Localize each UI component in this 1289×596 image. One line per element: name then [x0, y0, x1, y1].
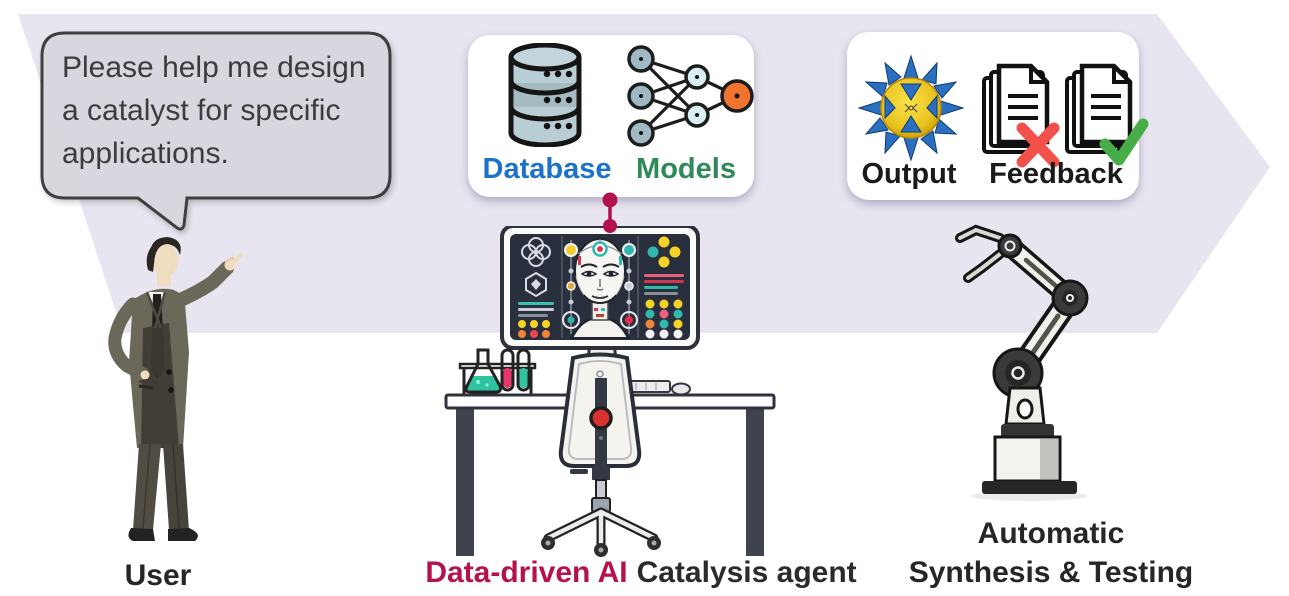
speech-bubble-line: a catalyst for specific	[62, 94, 341, 127]
neural-network-icon	[627, 45, 754, 147]
models-label: Models	[636, 153, 736, 185]
speech-bubble-line: applications.	[62, 137, 229, 170]
automation-label-line2: Synthesis & Testing	[908, 556, 1194, 589]
database-icon	[508, 43, 582, 147]
approved-documents-icon	[1065, 63, 1149, 166]
lab-glassware	[458, 348, 537, 396]
office-chair	[541, 352, 661, 557]
speech-bubble-line: Please help me design	[62, 51, 366, 84]
rejected-documents-icon	[982, 63, 1060, 168]
connector-line	[602, 192, 618, 233]
output-feedback-card: Output Feedback	[847, 32, 1149, 200]
user-label: User	[124, 559, 192, 592]
approve-check-icon	[1099, 118, 1149, 166]
output-label: Output	[861, 158, 957, 190]
android-face	[570, 238, 630, 339]
automation-label: Automatic Synthesis & Testing	[901, 514, 1201, 592]
speech-bubble	[40, 31, 392, 231]
ai-workstation-illustration	[444, 226, 776, 557]
mouse	[671, 382, 691, 396]
speech-bubble-text: Please help me design a catalyst for spe…	[62, 46, 402, 175]
agent-resources-card: Database Models	[468, 35, 754, 197]
database-label: Database	[482, 153, 612, 185]
feedback-label: Feedback	[989, 158, 1123, 190]
robot-arm-icon	[955, 224, 1089, 501]
user-figure	[108, 237, 244, 541]
agent-label-rest: Catalysis agent	[636, 556, 857, 589]
reject-x-icon	[1016, 122, 1060, 168]
agent-label-highlight: Data-driven AI	[425, 556, 628, 589]
ai-face-monitor	[500, 226, 700, 350]
automation-label-line1: Automatic	[977, 517, 1125, 550]
catalyst-structure-icon	[857, 54, 965, 162]
